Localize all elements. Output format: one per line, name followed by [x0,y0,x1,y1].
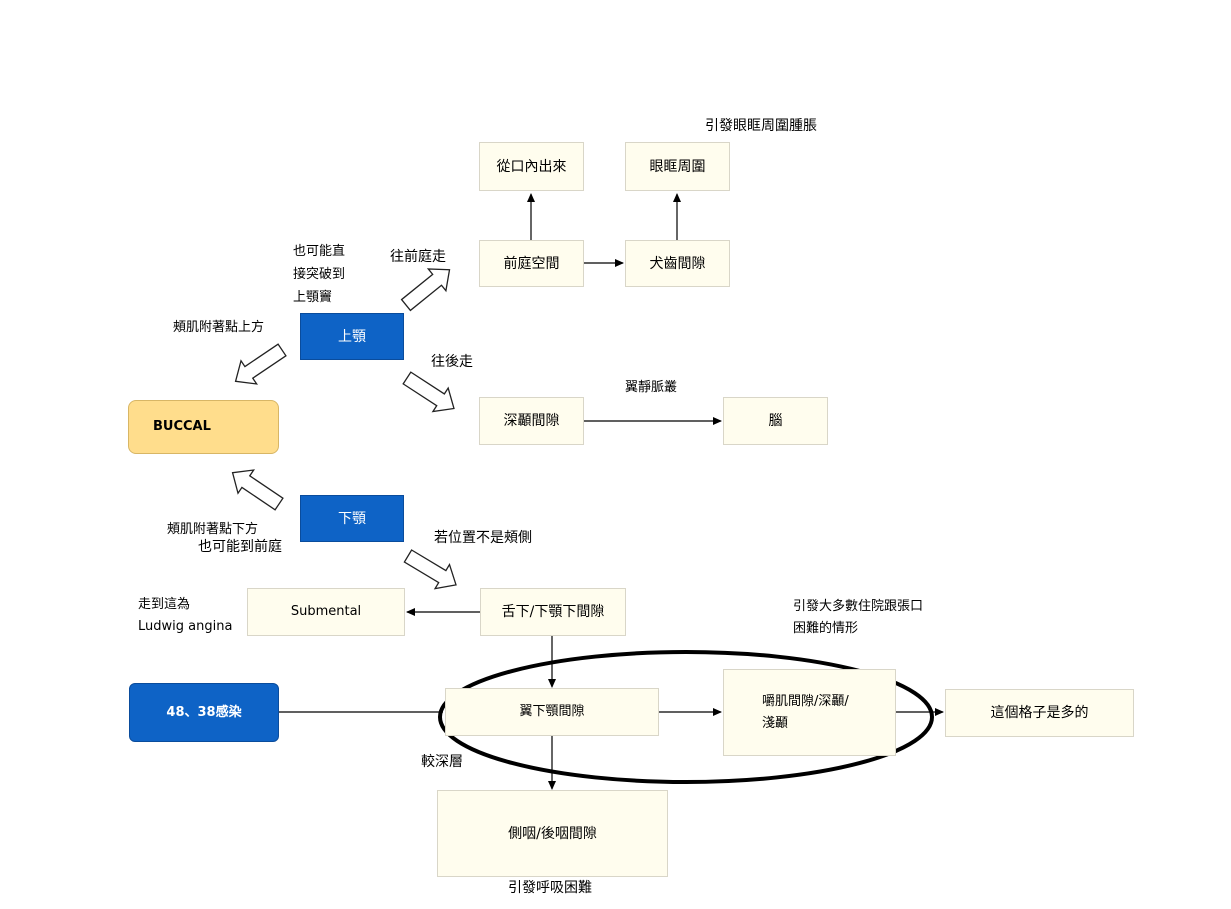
maxilla-box: 上顎 [300,313,404,360]
trismus-label-2: 困難的情形 [793,621,859,636]
maybe-direct-label-2: 接突破到 [293,267,346,282]
maybe-vestibule-label: 也可能到前庭 [198,539,282,555]
buccal-text: BUCCAL [153,419,211,434]
masseteric-text-line1: 嚼肌間隙/深顳/ [762,693,849,709]
hollow-arrow-to-deep-temporal [402,371,455,413]
hollow-arrow-to-sublingual [403,549,457,590]
mandible-box: 下顎 [300,495,404,542]
if-not-buccal-label: 若位置不是頰側 [434,530,532,546]
submental-text: Submental [290,604,362,619]
deep-temporal-box: 深顳間隙 [479,397,584,445]
maybe-direct-label-3: 上顎竇 [293,290,333,305]
sublingual-submandibular-text: 舌下/下顎下間隙 [501,604,605,620]
maybe-direct-label-1: 也可能直 [293,244,346,259]
submental-box: Submental [247,588,405,636]
buccal-box: BUCCAL [128,400,279,454]
extra-box-text: 這個格子是多的 [990,705,1089,721]
breathing-difficulty-label: 引發呼吸困難 [508,880,592,896]
infection-text: 48、38感染 [166,704,242,720]
hollow-arrow-to-vestibule [400,268,451,312]
pterygomandibular-box: 翼下顎間隙 [445,688,659,736]
below-buccinator-label: 頰肌附著點下方 [167,522,259,537]
deeper-layer-label: 較深層 [421,754,463,770]
highlight-ellipse [438,650,934,784]
masseteric-text-line2: 淺顳 [762,715,789,731]
trismus-label-1: 引發大多數住院跟張口 [793,599,924,614]
mouth-exit-text: 從口內出來 [496,158,567,175]
canine-space-box: 犬齒間隙 [625,240,730,287]
toward-vestibule-label: 往前庭走 [390,249,446,265]
extra-box: 這個格子是多的 [945,689,1134,737]
vestibular-space-box: 前庭空間 [479,240,584,287]
parapharyngeal-text: 側咽/後咽間隙 [508,825,597,842]
ludwig-label-1: 走到這為 [138,597,191,612]
deep-temporal-text: 深顳間隙 [503,413,560,429]
brain-text: 腦 [768,413,783,429]
infection-box: 48、38感染 [129,683,279,742]
go-back-label: 往後走 [431,354,473,370]
mouth-exit-box: 從口內出來 [479,142,584,191]
maxilla-text: 上顎 [338,328,366,345]
pterygomandibular-text: 翼下顎間隙 [519,704,585,719]
sublingual-submandibular-box: 舌下/下顎下間隙 [480,588,626,636]
parapharyngeal-box: 側咽/後咽間隙 [437,790,668,877]
periorbital-text: 眼眶周圍 [649,158,706,175]
canine-space-text: 犬齒間隙 [649,255,706,272]
pterygoid-plexus-label: 翼靜脈叢 [625,380,678,395]
hollow-arrow-maxilla-to-buccal [234,343,287,385]
brain-box: 腦 [723,397,828,445]
periorbital-box: 眼眶周圍 [625,142,730,191]
masseteric-box: 嚼肌間隙/深顳/ 淺顳 [723,669,896,756]
mandible-text: 下顎 [338,510,366,527]
vestibular-space-text: 前庭空間 [503,255,560,272]
periorbital-swelling-label: 引發眼眶周圍腫脹 [705,118,817,134]
ludwig-label-2: Ludwig angina [138,619,233,634]
above-buccinator-label: 頰肌附著點上方 [173,320,265,335]
hollow-arrow-mandible-to-buccal [231,469,284,511]
